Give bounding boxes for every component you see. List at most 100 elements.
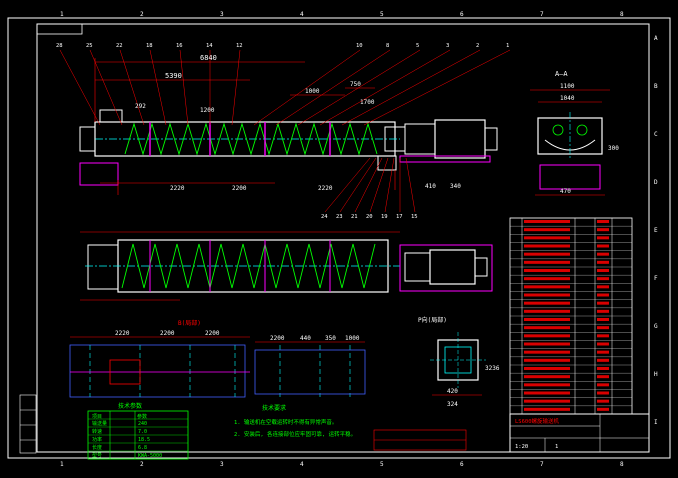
plan-dim-3: 2200: [205, 330, 220, 337]
balloon-3: 3: [446, 43, 449, 49]
part-row-name-14: [524, 334, 570, 338]
plan-tail-end: [87, 244, 119, 290]
spec-value-2: 18.5: [138, 437, 150, 443]
balloon-5: 5: [416, 43, 419, 49]
dim-overall: 6840: [200, 54, 217, 62]
leader-bottom-23: [339, 157, 377, 213]
balloon-22: 22: [116, 43, 123, 49]
part-row-qty-17: [597, 358, 609, 362]
part-row-qty-18: [597, 367, 609, 370]
plan-view: B(局部): [80, 231, 493, 327]
balloon-16: 16: [176, 43, 183, 49]
dim-1040: 1040: [560, 95, 575, 102]
dim-1200: 1200: [200, 107, 215, 114]
part-row-qty-9: [597, 293, 609, 297]
plan-dim-4: 2200: [270, 335, 285, 342]
part-row-qty-4: [597, 252, 609, 256]
leader-bottom-24: [324, 157, 371, 213]
dim-1000: 1000: [305, 88, 320, 95]
part-row-qty-23: [597, 407, 609, 411]
motor: [434, 119, 486, 159]
part-row-name-2: [524, 236, 570, 240]
outer-border: [7, 17, 671, 459]
balloon-28: 28: [56, 43, 63, 49]
part-row-qty-20: [597, 383, 609, 387]
part-row-qty-2: [597, 236, 609, 240]
spec-value-4: KWA-5000: [138, 453, 162, 459]
part-row-qty-21: [597, 391, 609, 395]
part-row-name-3: [524, 244, 570, 248]
plan-dim-1: 2220: [115, 330, 130, 337]
zone-number-5: 5: [380, 11, 384, 18]
spec-table-title: 技术参数: [118, 402, 142, 410]
zone-number-bottom-2: 2: [140, 461, 144, 468]
small-dim-2: 324: [447, 401, 458, 408]
spec-label-0: 输送量: [92, 420, 107, 427]
dim-340: 340: [450, 183, 461, 190]
title-block: LS600螺旋输送机 1:20 1: [19, 394, 650, 454]
part-row-qty-5: [597, 260, 609, 264]
plan-dim-2: 2200: [160, 330, 175, 337]
notes-title: 技术要求: [262, 404, 286, 412]
part-row-qty-3: [597, 244, 609, 248]
discharge-outlet: [377, 155, 397, 171]
dim-2200: 2200: [232, 185, 247, 192]
zone-letter-C: C: [654, 131, 658, 138]
tail-bearing: [79, 126, 96, 152]
part-row-qty-10: [597, 301, 609, 305]
leader-top-28: [59, 49, 101, 126]
part-row-name-6: [524, 269, 570, 272]
plan-fan-cover: [474, 257, 488, 277]
zone-number-bottom-4: 4: [300, 461, 304, 468]
plan-view-label: B(局部): [178, 319, 201, 327]
spec-header-1: 参数: [137, 413, 147, 420]
dim-410: 410: [425, 183, 436, 190]
parts-list: [509, 217, 633, 415]
plan-dim-6: 350: [325, 335, 336, 342]
zone-number-bottom-1: 1: [60, 461, 64, 468]
parts-list-rows: [510, 217, 632, 411]
note-1: 1. 输送机在空载运转时不得有异常声音。: [234, 418, 337, 426]
binding-strip: [19, 394, 37, 454]
part-row-qty-6: [597, 269, 609, 272]
balloon-18: 18: [146, 43, 153, 49]
small-dim-1: 420: [447, 388, 458, 395]
part-row-name-23: [524, 407, 570, 411]
screw-flights: [124, 122, 378, 156]
dim-2220a: 2220: [170, 185, 185, 192]
leader-top-10: [253, 49, 361, 126]
spec-value-1: 7.0: [138, 429, 147, 435]
zone-letter-D: D: [654, 179, 658, 186]
balloon-20: 20: [366, 214, 373, 220]
zone-letter-E: E: [654, 227, 658, 234]
reducer: [404, 123, 436, 155]
technical-notes: 技术要求 1. 输送机在空载运转时不得有异常声音。 2. 安装后, 各连接部位应…: [234, 404, 356, 438]
zone-letter-F: F: [654, 275, 658, 282]
dim-750: 750: [350, 81, 361, 88]
spec-label-3: 长度: [92, 444, 102, 451]
zone-letter-B: B: [654, 83, 658, 90]
balloon-24: 24: [321, 214, 328, 220]
plan-reducer: [404, 252, 431, 282]
title-block-sheet: 1: [555, 444, 558, 450]
note-2: 2. 安装后, 各连接部位应牢固可靠, 运转平稳。: [234, 430, 356, 438]
part-row-name-22: [524, 399, 570, 403]
part-row-name-4: [524, 252, 570, 256]
dim-2220b: 2220: [318, 185, 333, 192]
plan-motor: [429, 249, 476, 285]
part-row-qty-0: [597, 220, 609, 223]
part-row-name-15: [524, 342, 570, 346]
foundation-outline: [69, 344, 246, 398]
part-row-qty-1: [597, 228, 609, 232]
balloon-14: 14: [206, 43, 213, 49]
zone-number-6: 6: [460, 11, 464, 18]
plan-base-frame: [399, 244, 493, 292]
leader-bottom-21: [354, 157, 383, 213]
title-block-scale: 1:20: [515, 444, 528, 450]
dim-470: 470: [560, 188, 571, 195]
